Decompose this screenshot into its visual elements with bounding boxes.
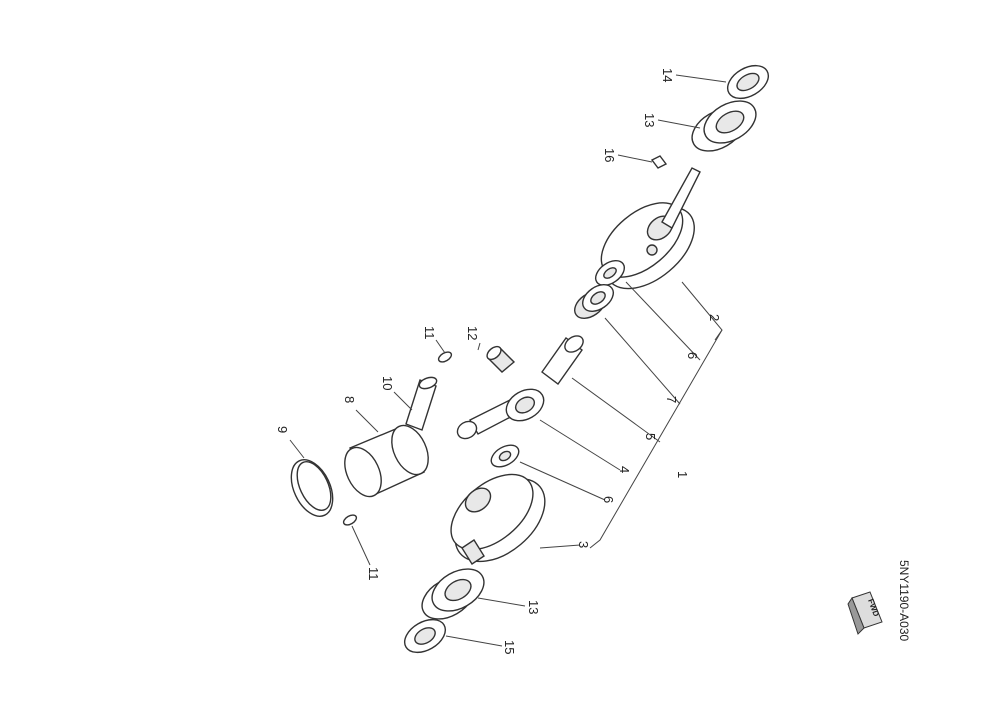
- label-15: 15: [502, 640, 517, 654]
- label-10: 10: [380, 376, 395, 390]
- label-12: 12: [465, 326, 480, 340]
- label-8: 8: [342, 396, 357, 403]
- piston-pin-10: [405, 376, 438, 431]
- crank-pin-5: [541, 335, 584, 385]
- label-6-right: 6: [685, 352, 700, 359]
- crankshaft-right-half-2: [600, 167, 701, 290]
- label-16: 16: [602, 148, 617, 162]
- label-1: 1: [675, 471, 690, 478]
- label-4: 4: [617, 466, 632, 473]
- label-13-left: 13: [526, 600, 541, 614]
- label-6-left: 6: [601, 496, 616, 503]
- bearing-13-left: [421, 568, 485, 620]
- leader-lines: [289, 74, 727, 647]
- bearing-13-right: [691, 100, 757, 152]
- connecting-rod-4: [456, 388, 545, 440]
- label-5: 5: [643, 433, 658, 440]
- piston-pin-clip-11-bottom: [342, 514, 358, 526]
- woodruff-key-16: [650, 155, 668, 169]
- oil-seal-15: [404, 618, 446, 654]
- label-13-right: 13: [642, 113, 657, 127]
- oil-seal-14: [727, 64, 769, 100]
- washer-6-right: [594, 259, 626, 287]
- label-11-top: 11: [422, 326, 437, 340]
- washer-6-left: [490, 444, 520, 468]
- piston-pin-clip-11-top: [437, 351, 453, 363]
- piston-8: [344, 424, 429, 498]
- label-11-bottom: 11: [366, 567, 381, 581]
- diagram-code: 5NY1190-A030: [897, 560, 911, 641]
- needle-bearing-7: [574, 284, 614, 319]
- crankshaft-left-half-3: [450, 473, 546, 565]
- label-2: 2: [707, 314, 722, 321]
- label-7: 7: [664, 396, 679, 403]
- label-3: 3: [576, 541, 591, 548]
- small-end-bearing-12: [486, 345, 516, 373]
- piston-ring-9: [290, 459, 334, 517]
- label-9: 9: [275, 426, 290, 433]
- forward-arrow-icon: FWD: [847, 591, 883, 635]
- label-14: 14: [660, 68, 675, 82]
- callout-labels: 14 13 16 2 6 7 5 1 4 6 3 12 11 10 8 9 11…: [275, 68, 722, 654]
